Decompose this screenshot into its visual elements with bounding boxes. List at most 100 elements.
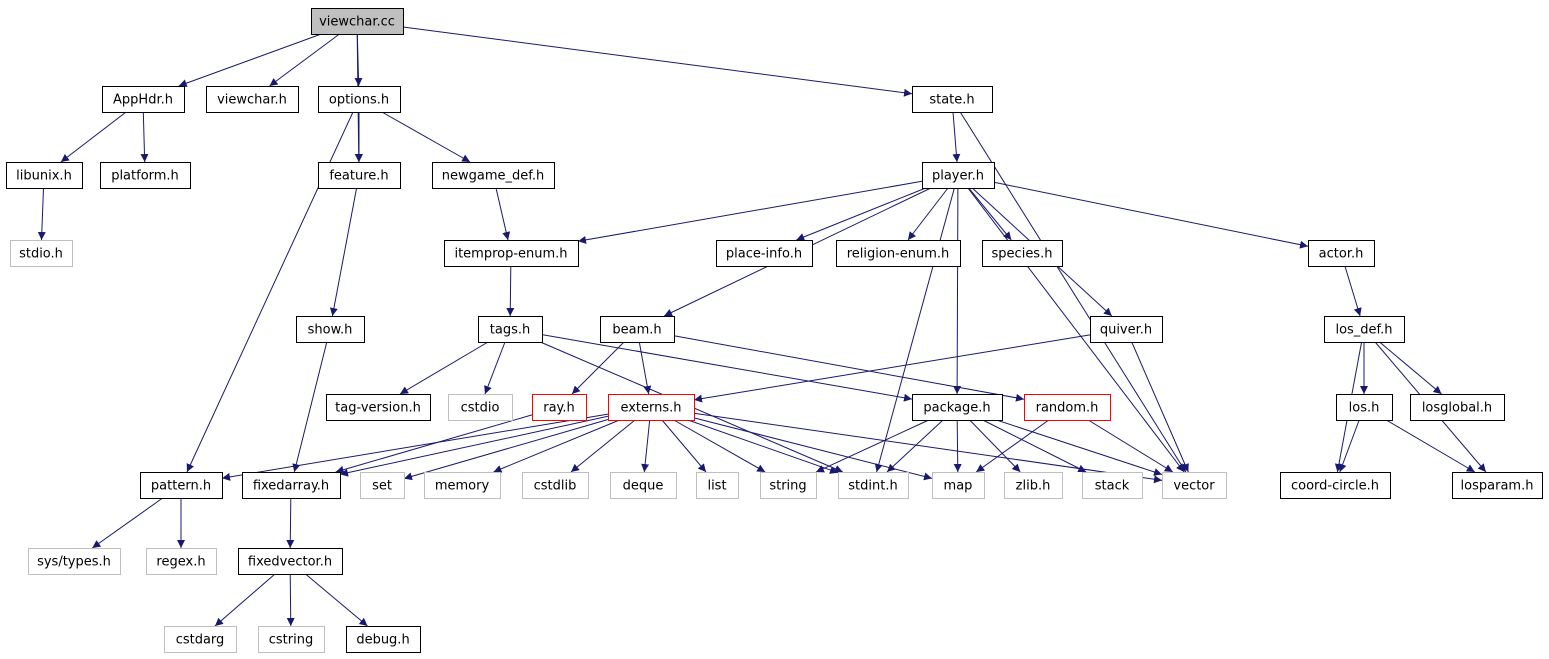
node-label: species.h <box>992 247 1053 262</box>
edge-player_h-to-actor_h <box>993 181 1309 249</box>
node-player_h[interactable]: player.h <box>922 162 995 189</box>
edge-player_h-to-species_h <box>968 187 1012 241</box>
edge-externs_h-to-vector <box>693 412 1163 484</box>
node-platform_h[interactable]: platform.h <box>100 162 191 189</box>
node-actor_h[interactable]: actor.h <box>1308 240 1375 267</box>
node-label: tag-version.h <box>335 401 421 416</box>
node-label: fixedarray.h <box>253 479 329 494</box>
node-label: actor.h <box>1319 247 1364 262</box>
edge-externs_h-to-deque <box>641 419 651 473</box>
node-box <box>716 240 813 267</box>
edge-options_h-to-newgame_def_h <box>381 111 471 163</box>
edge-beam_h-to-ray_h <box>571 341 625 395</box>
node-list[interactable]: list <box>696 472 739 499</box>
node-box <box>608 394 695 421</box>
node-box <box>1090 316 1163 343</box>
node-externs_h[interactable]: externs.h <box>608 394 695 421</box>
edge-los_h-to-coord_circle_h <box>1338 419 1360 473</box>
node-box <box>296 316 365 343</box>
edge-package_h-to-stdint_h <box>886 419 944 473</box>
node-sys_types_h[interactable]: sys/types.h <box>28 548 121 575</box>
node-string[interactable]: string <box>760 472 817 499</box>
node-label: stack <box>1095 479 1130 494</box>
node-regex_h[interactable]: regex.h <box>146 548 217 575</box>
node-package_h[interactable]: package.h <box>912 394 1003 421</box>
node-label: memory <box>435 479 490 494</box>
node-fixedvector_h[interactable]: fixedvector.h <box>238 548 343 575</box>
node-vector[interactable]: vector <box>1162 472 1227 499</box>
edge-show_h-to-fixedarray_h <box>292 341 328 473</box>
node-libunix_h[interactable]: libunix.h <box>6 162 83 189</box>
node-zlib_h[interactable]: zlib.h <box>1004 472 1063 499</box>
node-losglobal_h[interactable]: losglobal.h <box>1410 394 1505 421</box>
node-newgame_def_h[interactable]: newgame_def.h <box>432 162 555 189</box>
node-box <box>360 472 405 499</box>
node-label: newgame_def.h <box>442 169 545 184</box>
edge-beam_h-to-random_h <box>673 335 1025 402</box>
node-label: debug.h <box>356 633 409 648</box>
edge-fixedvector_h-to-debug_h <box>305 573 368 627</box>
edge-los_h-to-losparam_h <box>1385 419 1476 473</box>
node-box <box>28 548 121 575</box>
node-label: viewchar.h <box>217 93 287 108</box>
node-label: package.h <box>923 401 990 416</box>
node-apphdr_h[interactable]: AppHdr.h <box>102 86 185 113</box>
node-memory[interactable]: memory <box>424 472 501 499</box>
node-cstdarg[interactable]: cstdarg <box>164 626 237 653</box>
node-viewchar_h[interactable]: viewchar.h <box>206 86 299 113</box>
edge-tags_h-to-cstdio <box>484 341 506 395</box>
node-cstdlib[interactable]: cstdlib <box>522 472 589 499</box>
node-options_h[interactable]: options.h <box>318 86 401 113</box>
node-label: fixedvector.h <box>248 555 332 570</box>
node-stdio_h[interactable]: stdio.h <box>10 240 73 267</box>
node-fixedarray_h[interactable]: fixedarray.h <box>242 472 341 499</box>
node-los_h[interactable]: los.h <box>1336 394 1393 421</box>
node-box <box>610 472 677 499</box>
node-label: AppHdr.h <box>113 93 173 108</box>
node-set[interactable]: set <box>360 472 405 499</box>
edge-externs_h-to-pattern_h <box>221 413 609 481</box>
edge-los_def_h-to-losglobal_h <box>1379 341 1442 395</box>
node-viewchar_cc[interactable]: viewchar.cc <box>311 8 404 35</box>
node-cstring[interactable]: cstring <box>258 626 325 653</box>
node-tags_h[interactable]: tags.h <box>478 316 543 343</box>
node-show_h[interactable]: show.h <box>296 316 365 343</box>
edge-feature_h-to-show_h <box>329 187 358 317</box>
node-deque[interactable]: deque <box>610 472 677 499</box>
node-losparam_h[interactable]: losparam.h <box>1452 472 1543 499</box>
node-box <box>922 162 995 189</box>
node-los_def_h[interactable]: los_def.h <box>1324 316 1405 343</box>
node-quiver_h[interactable]: quiver.h <box>1090 316 1163 343</box>
node-label: map <box>944 479 973 494</box>
node-feature_h[interactable]: feature.h <box>318 162 401 189</box>
node-box <box>760 472 817 499</box>
node-label: stdint.h <box>848 479 897 494</box>
node-species_h[interactable]: species.h <box>982 240 1063 267</box>
node-box <box>838 472 909 499</box>
node-stdint_h[interactable]: stdint.h <box>838 472 909 499</box>
node-map[interactable]: map <box>932 472 985 499</box>
node-label: platform.h <box>111 169 179 184</box>
node-ray_h[interactable]: ray.h <box>532 394 587 421</box>
edge-actor_h-to-los_def_h <box>1344 265 1362 317</box>
edge-externs_h-to-list <box>661 419 707 473</box>
edge-externs_h-to-cstdlib <box>570 419 636 473</box>
node-debug_h[interactable]: debug.h <box>346 626 421 653</box>
edge-externs_h-to-stdint_h <box>687 419 839 474</box>
node-coord_circle_h[interactable]: coord-circle.h <box>1280 472 1391 499</box>
node-place_info_h[interactable]: place-info.h <box>716 240 813 267</box>
node-label: externs.h <box>620 401 681 416</box>
node-cstdio[interactable]: cstdio <box>448 394 513 421</box>
node-itemprop_enum_h[interactable]: itemprop-enum.h <box>444 240 579 267</box>
node-random_h[interactable]: random.h <box>1024 394 1111 421</box>
node-label: zlib.h <box>1016 479 1051 494</box>
node-label: player.h <box>932 169 984 184</box>
node-religion_enum_h[interactable]: religion-enum.h <box>836 240 961 267</box>
node-box <box>242 472 341 499</box>
node-state_h[interactable]: state.h <box>912 86 993 113</box>
node-beam_h[interactable]: beam.h <box>600 316 675 343</box>
node-pattern_h[interactable]: pattern.h <box>140 472 223 499</box>
node-tag_version_h[interactable]: tag-version.h <box>326 394 431 421</box>
node-stack[interactable]: stack <box>1082 472 1143 499</box>
